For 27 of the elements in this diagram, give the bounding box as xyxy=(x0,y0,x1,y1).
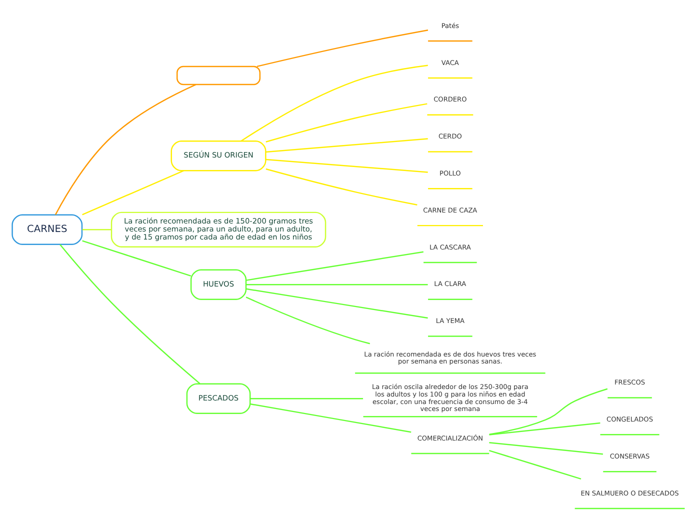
connector xyxy=(265,103,427,142)
node-box: La ración recomendada es de 150-200 gramos tres veces por semana, para un adulto, para un adulto, y de 15 gramos por cada año de edad en los niños xyxy=(110,212,326,248)
connector xyxy=(246,284,428,286)
connector xyxy=(82,170,184,216)
connector xyxy=(54,84,196,215)
connector xyxy=(59,244,200,384)
node-box: SEGÚN SU ORIGEN xyxy=(170,140,266,172)
connector xyxy=(265,138,428,153)
connector xyxy=(488,422,600,436)
node-box: HUEVOS xyxy=(190,269,246,300)
connector xyxy=(82,240,191,277)
connector xyxy=(488,388,608,435)
connector xyxy=(240,64,428,142)
connector xyxy=(265,158,428,173)
node-box: PESCADOS xyxy=(186,383,250,414)
connector xyxy=(488,442,602,455)
connector xyxy=(245,296,370,344)
connector xyxy=(246,251,423,281)
connector xyxy=(265,168,417,206)
node-box: CARNES xyxy=(11,214,82,246)
connector xyxy=(246,288,428,319)
connector xyxy=(82,229,111,230)
node-box xyxy=(176,66,260,86)
connector xyxy=(250,398,363,400)
connector xyxy=(488,450,581,480)
connector xyxy=(250,403,411,433)
connector xyxy=(256,30,428,68)
